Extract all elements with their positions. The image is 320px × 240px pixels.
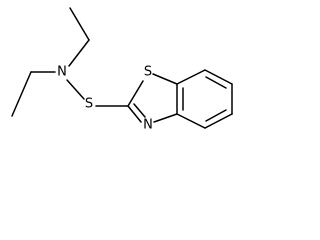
bond-ethyl2-c1-c2 [11,71,32,117]
bond-ethyl1-c1-c2 [69,7,90,41]
bond-c4-c3a [176,113,206,129]
bond-c2-s1 [127,80,144,107]
bond-c5-c4 [204,113,233,129]
bond-c7-c6-inner [205,76,227,89]
bond-n-ethyl1 [68,39,90,67]
bond-s1-c7a [152,73,178,85]
bond-c5-c4-inner [205,109,227,122]
structure-canvas: N S S N [11,7,233,133]
atom-s-sulfenamide: S [85,97,93,112]
bond-n-s [66,79,85,100]
atom-s-thiazole: S [144,65,152,80]
atom-n-thiazole: N [143,118,153,133]
molecule-structure: N S S N [11,7,233,133]
atom-n-amine: N [57,65,67,80]
bond-n3-c2-double [133,103,146,118]
bond-c3a-n3 [153,113,178,123]
bond-c7a-c7 [176,69,206,85]
bond-c7-c6 [204,69,233,85]
bond-n3-c2 [127,105,142,123]
